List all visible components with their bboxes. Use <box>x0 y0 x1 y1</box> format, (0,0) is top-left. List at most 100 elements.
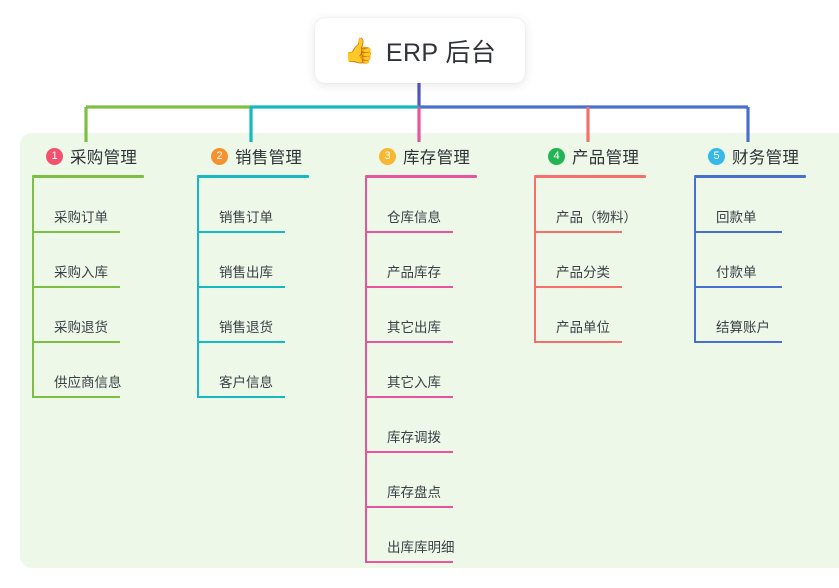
column-title: 销售管理 <box>235 149 303 167</box>
column-items: 仓库信息产品库存其它出库其它入库库存调拨库存盘点出库库明细 <box>365 178 477 563</box>
menu-item-underline <box>534 341 622 343</box>
menu-item-label: 回款单 <box>716 210 757 225</box>
column-product: 4 产品管理 产品（物料） 产品分类产品单位 <box>534 145 646 343</box>
menu-item[interactable]: 客户信息 <box>197 343 309 398</box>
column-items: 回款单付款单结算账户 <box>694 178 806 343</box>
menu-item-underline <box>32 396 120 398</box>
menu-item-label: 采购订单 <box>54 210 108 225</box>
menu-item-label: 销售出库 <box>219 265 273 280</box>
column-spine <box>694 178 696 343</box>
column-header[interactable]: 4 产品管理 <box>534 145 646 167</box>
menu-item-label: 产品库存 <box>387 265 441 280</box>
menu-item-label: 供应商信息 <box>54 375 122 390</box>
root-node-card[interactable]: 👍 ERP 后台 <box>315 18 525 83</box>
menu-item-label: 其它入库 <box>387 375 441 390</box>
menu-item[interactable]: 结算账户 <box>694 288 806 343</box>
menu-item[interactable]: 供应商信息 <box>32 343 144 398</box>
menu-item-underline <box>365 396 453 398</box>
menu-item[interactable]: 其它出库 <box>365 288 477 343</box>
menu-item-label: 库存调拨 <box>387 430 441 445</box>
column-items: 产品（物料） 产品分类产品单位 <box>534 178 646 343</box>
menu-item-underline <box>365 506 453 508</box>
column-inventory: 3 库存管理 仓库信息产品库存其它出库其它入库库存调拨库存盘点出库库明细 <box>365 145 477 563</box>
menu-item[interactable]: 出库库明细 <box>365 508 477 563</box>
column-procurement: 1 采购管理 采购订单采购入库采购退货供应商信息 <box>32 145 144 398</box>
column-items: 采购订单采购入库采购退货供应商信息 <box>32 178 144 398</box>
menu-item[interactable]: 仓库信息 <box>365 178 477 233</box>
column-title: 产品管理 <box>572 149 640 167</box>
menu-item[interactable]: 产品库存 <box>365 233 477 288</box>
column-underline <box>694 175 806 178</box>
column-header[interactable]: 1 采购管理 <box>32 145 144 167</box>
column-number-badge: 4 <box>548 147 565 165</box>
menu-item[interactable]: 销售退货 <box>197 288 309 343</box>
menu-item-label: 采购入库 <box>54 265 108 280</box>
column-underline <box>534 175 646 178</box>
column-items: 销售订单销售出库销售退货客户信息 <box>197 178 309 398</box>
menu-item[interactable]: 产品单位 <box>534 288 646 343</box>
menu-item[interactable]: 采购订单 <box>32 178 144 233</box>
menu-item-underline <box>197 396 285 398</box>
menu-item[interactable]: 销售出库 <box>197 233 309 288</box>
menu-item-underline <box>694 286 782 288</box>
menu-item[interactable]: 回款单 <box>694 178 806 233</box>
menu-item-underline <box>32 341 120 343</box>
menu-item-label: 付款单 <box>716 265 757 280</box>
diagram-background-panel <box>20 133 839 568</box>
menu-item-label: 客户信息 <box>219 375 273 390</box>
menu-item-underline <box>197 231 285 233</box>
menu-item[interactable]: 销售订单 <box>197 178 309 233</box>
menu-item-underline <box>365 286 453 288</box>
menu-item-underline <box>694 341 782 343</box>
menu-item-underline <box>32 231 120 233</box>
column-spine <box>32 178 34 398</box>
menu-item-label: 采购退货 <box>54 320 108 335</box>
column-header[interactable]: 2 销售管理 <box>197 145 309 167</box>
menu-item-underline <box>32 286 120 288</box>
menu-item-label: 仓库信息 <box>387 210 441 225</box>
column-title: 财务管理 <box>732 149 800 167</box>
thumbs-up-icon: 👍 <box>343 36 375 65</box>
menu-item[interactable]: 产品（物料） <box>534 178 646 233</box>
column-underline <box>197 175 309 178</box>
column-underline <box>365 175 477 178</box>
column-title: 库存管理 <box>403 149 471 167</box>
column-finance: 5 财务管理 回款单付款单结算账户 <box>694 145 806 343</box>
menu-item-label: 销售退货 <box>219 320 273 335</box>
root-title: ERP 后台 <box>385 38 497 67</box>
column-header[interactable]: 5 财务管理 <box>694 145 806 167</box>
column-number-badge: 1 <box>46 147 63 165</box>
menu-item[interactable]: 库存调拨 <box>365 398 477 453</box>
column-underline <box>32 175 144 178</box>
menu-item-label: 产品分类 <box>556 265 610 280</box>
menu-item-label: 产品（物料） <box>556 210 637 225</box>
menu-item-underline <box>197 341 285 343</box>
column-spine <box>197 178 199 398</box>
menu-item-underline <box>365 561 453 563</box>
column-sales: 2 销售管理 销售订单销售出库销售退货客户信息 <box>197 145 309 398</box>
menu-item-label: 销售订单 <box>219 210 273 225</box>
menu-item[interactable]: 库存盘点 <box>365 453 477 508</box>
column-number-badge: 5 <box>708 147 725 165</box>
menu-item-label: 库存盘点 <box>387 485 441 500</box>
menu-item[interactable]: 采购退货 <box>32 288 144 343</box>
menu-item-underline <box>365 341 453 343</box>
column-header[interactable]: 3 库存管理 <box>365 145 477 167</box>
menu-item[interactable]: 采购入库 <box>32 233 144 288</box>
menu-item-label: 结算账户 <box>716 320 770 335</box>
menu-item-underline <box>534 231 622 233</box>
menu-item-underline <box>365 231 453 233</box>
column-number-badge: 3 <box>379 147 396 165</box>
menu-item-underline <box>534 286 622 288</box>
menu-item-underline <box>365 451 453 453</box>
column-spine <box>365 178 367 563</box>
menu-item[interactable]: 付款单 <box>694 233 806 288</box>
menu-item-underline <box>197 286 285 288</box>
column-number-badge: 2 <box>211 147 228 165</box>
column-title: 采购管理 <box>70 149 138 167</box>
menu-item[interactable]: 产品分类 <box>534 233 646 288</box>
menu-item-label: 出库库明细 <box>387 540 455 555</box>
menu-item[interactable]: 其它入库 <box>365 343 477 398</box>
